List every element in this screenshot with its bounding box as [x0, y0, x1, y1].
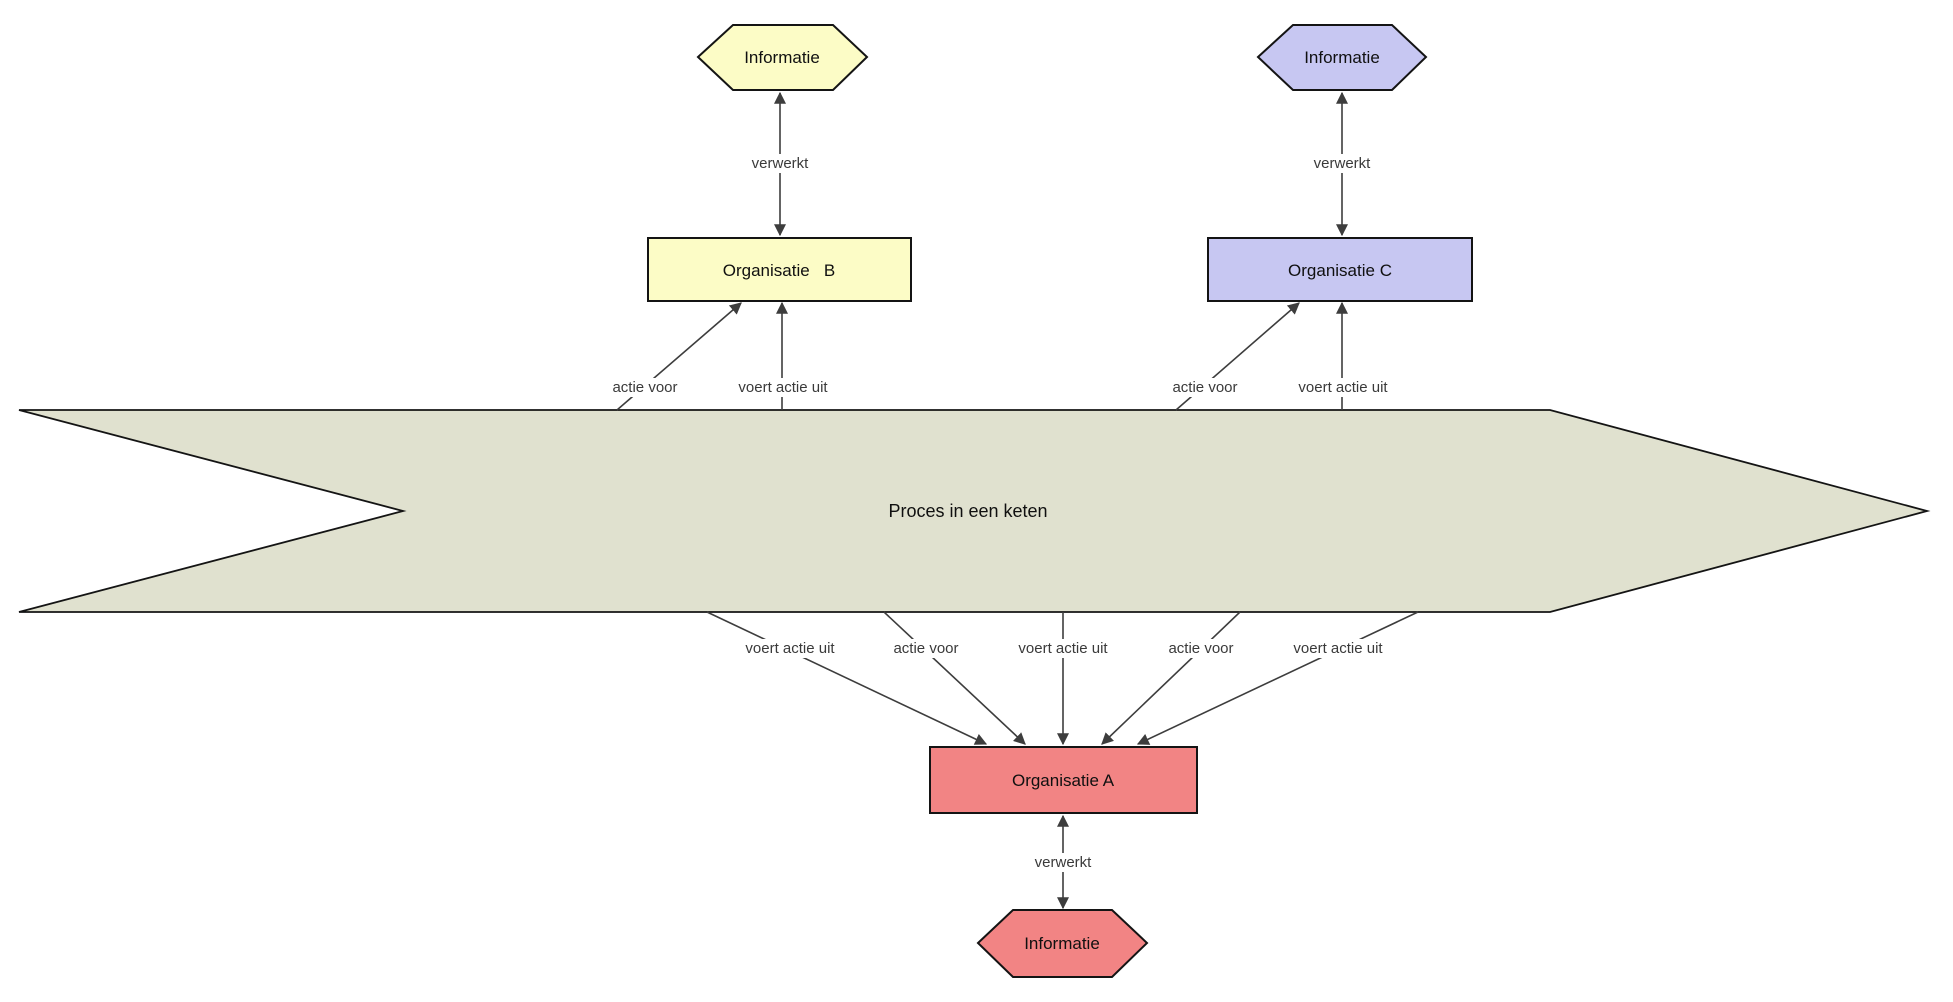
organisatie-b-rect: [647, 237, 912, 302]
edge-label-halo: [889, 639, 963, 658]
edge-label-verwerkt-c: verwerkt: [1314, 155, 1372, 172]
edge-bottom-2-line: [883, 611, 1026, 745]
edge-bottom-1-line: [706, 611, 988, 745]
edge-label-bottom-4: actie voor: [1168, 640, 1233, 657]
organisatie-a-rect: [929, 746, 1198, 814]
informatie-a-label: Informatie: [1024, 934, 1100, 953]
node-organisatie-c: Organisatie C: [1207, 237, 1473, 302]
edge-label-verwerkt-a: verwerkt: [1035, 854, 1093, 871]
node-informatie-b: Informatie: [696, 24, 869, 91]
edge-label-halo: [747, 154, 814, 173]
informatie-c-label: Informatie: [1304, 48, 1380, 67]
edge-label-actie-voor-b: actie voor: [612, 379, 677, 396]
edge-label-halo: [1294, 378, 1393, 397]
node-organisatie-a: Organisatie A: [929, 746, 1198, 814]
edge-label-halo: [1168, 378, 1242, 397]
edge-label-bottom-2: actie voor: [893, 640, 958, 657]
informatie-a-hexagon: [976, 909, 1149, 978]
edge-label-halo: [734, 378, 833, 397]
edge-label-bottom-1: voert actie uit: [745, 640, 835, 657]
organisatie-a-label: Organisatie A: [1012, 771, 1115, 790]
edge-label-halo: [741, 639, 840, 658]
organisatie-c-label: Organisatie C: [1288, 261, 1392, 280]
node-proces-in-een-keten: Proces in een keten: [18, 409, 1931, 613]
proces-label: Proces in een keten: [888, 501, 1047, 521]
edge-label-verwerkt-b: verwerkt: [752, 155, 810, 172]
edge-label-halo: [1164, 639, 1238, 658]
informatie-b-hexagon: [696, 24, 869, 91]
edge-label-halo: [1289, 639, 1388, 658]
organisatie-c-rect: [1207, 237, 1473, 302]
edge-label-halo: [1309, 154, 1376, 173]
edge-label-bottom-3: voert actie uit: [1018, 640, 1108, 657]
edge-bottom-5-line: [1136, 611, 1419, 745]
edge-label-halo: [1030, 853, 1097, 872]
node-informatie-a: Informatie: [976, 909, 1149, 978]
organisatie-b-label: Organisatie B: [723, 261, 835, 280]
edge-label-voert-actie-uit-b: voert actie uit: [738, 379, 828, 396]
informatie-c-hexagon: [1256, 24, 1428, 91]
node-informatie-c: Informatie: [1256, 24, 1428, 91]
edge-label-halo: [1014, 639, 1113, 658]
edge-label-bottom-5: voert actie uit: [1293, 640, 1383, 657]
edge-bottom-4-line: [1101, 611, 1241, 745]
node-organisatie-b: Organisatie B: [647, 237, 912, 302]
proces-shape: [18, 409, 1931, 613]
edge-label-halo: [608, 378, 682, 397]
edge-label-voert-actie-uit-c: voert actie uit: [1298, 379, 1388, 396]
edge-label-actie-voor-c: actie voor: [1172, 379, 1237, 396]
informatie-b-label: Informatie: [744, 48, 820, 67]
